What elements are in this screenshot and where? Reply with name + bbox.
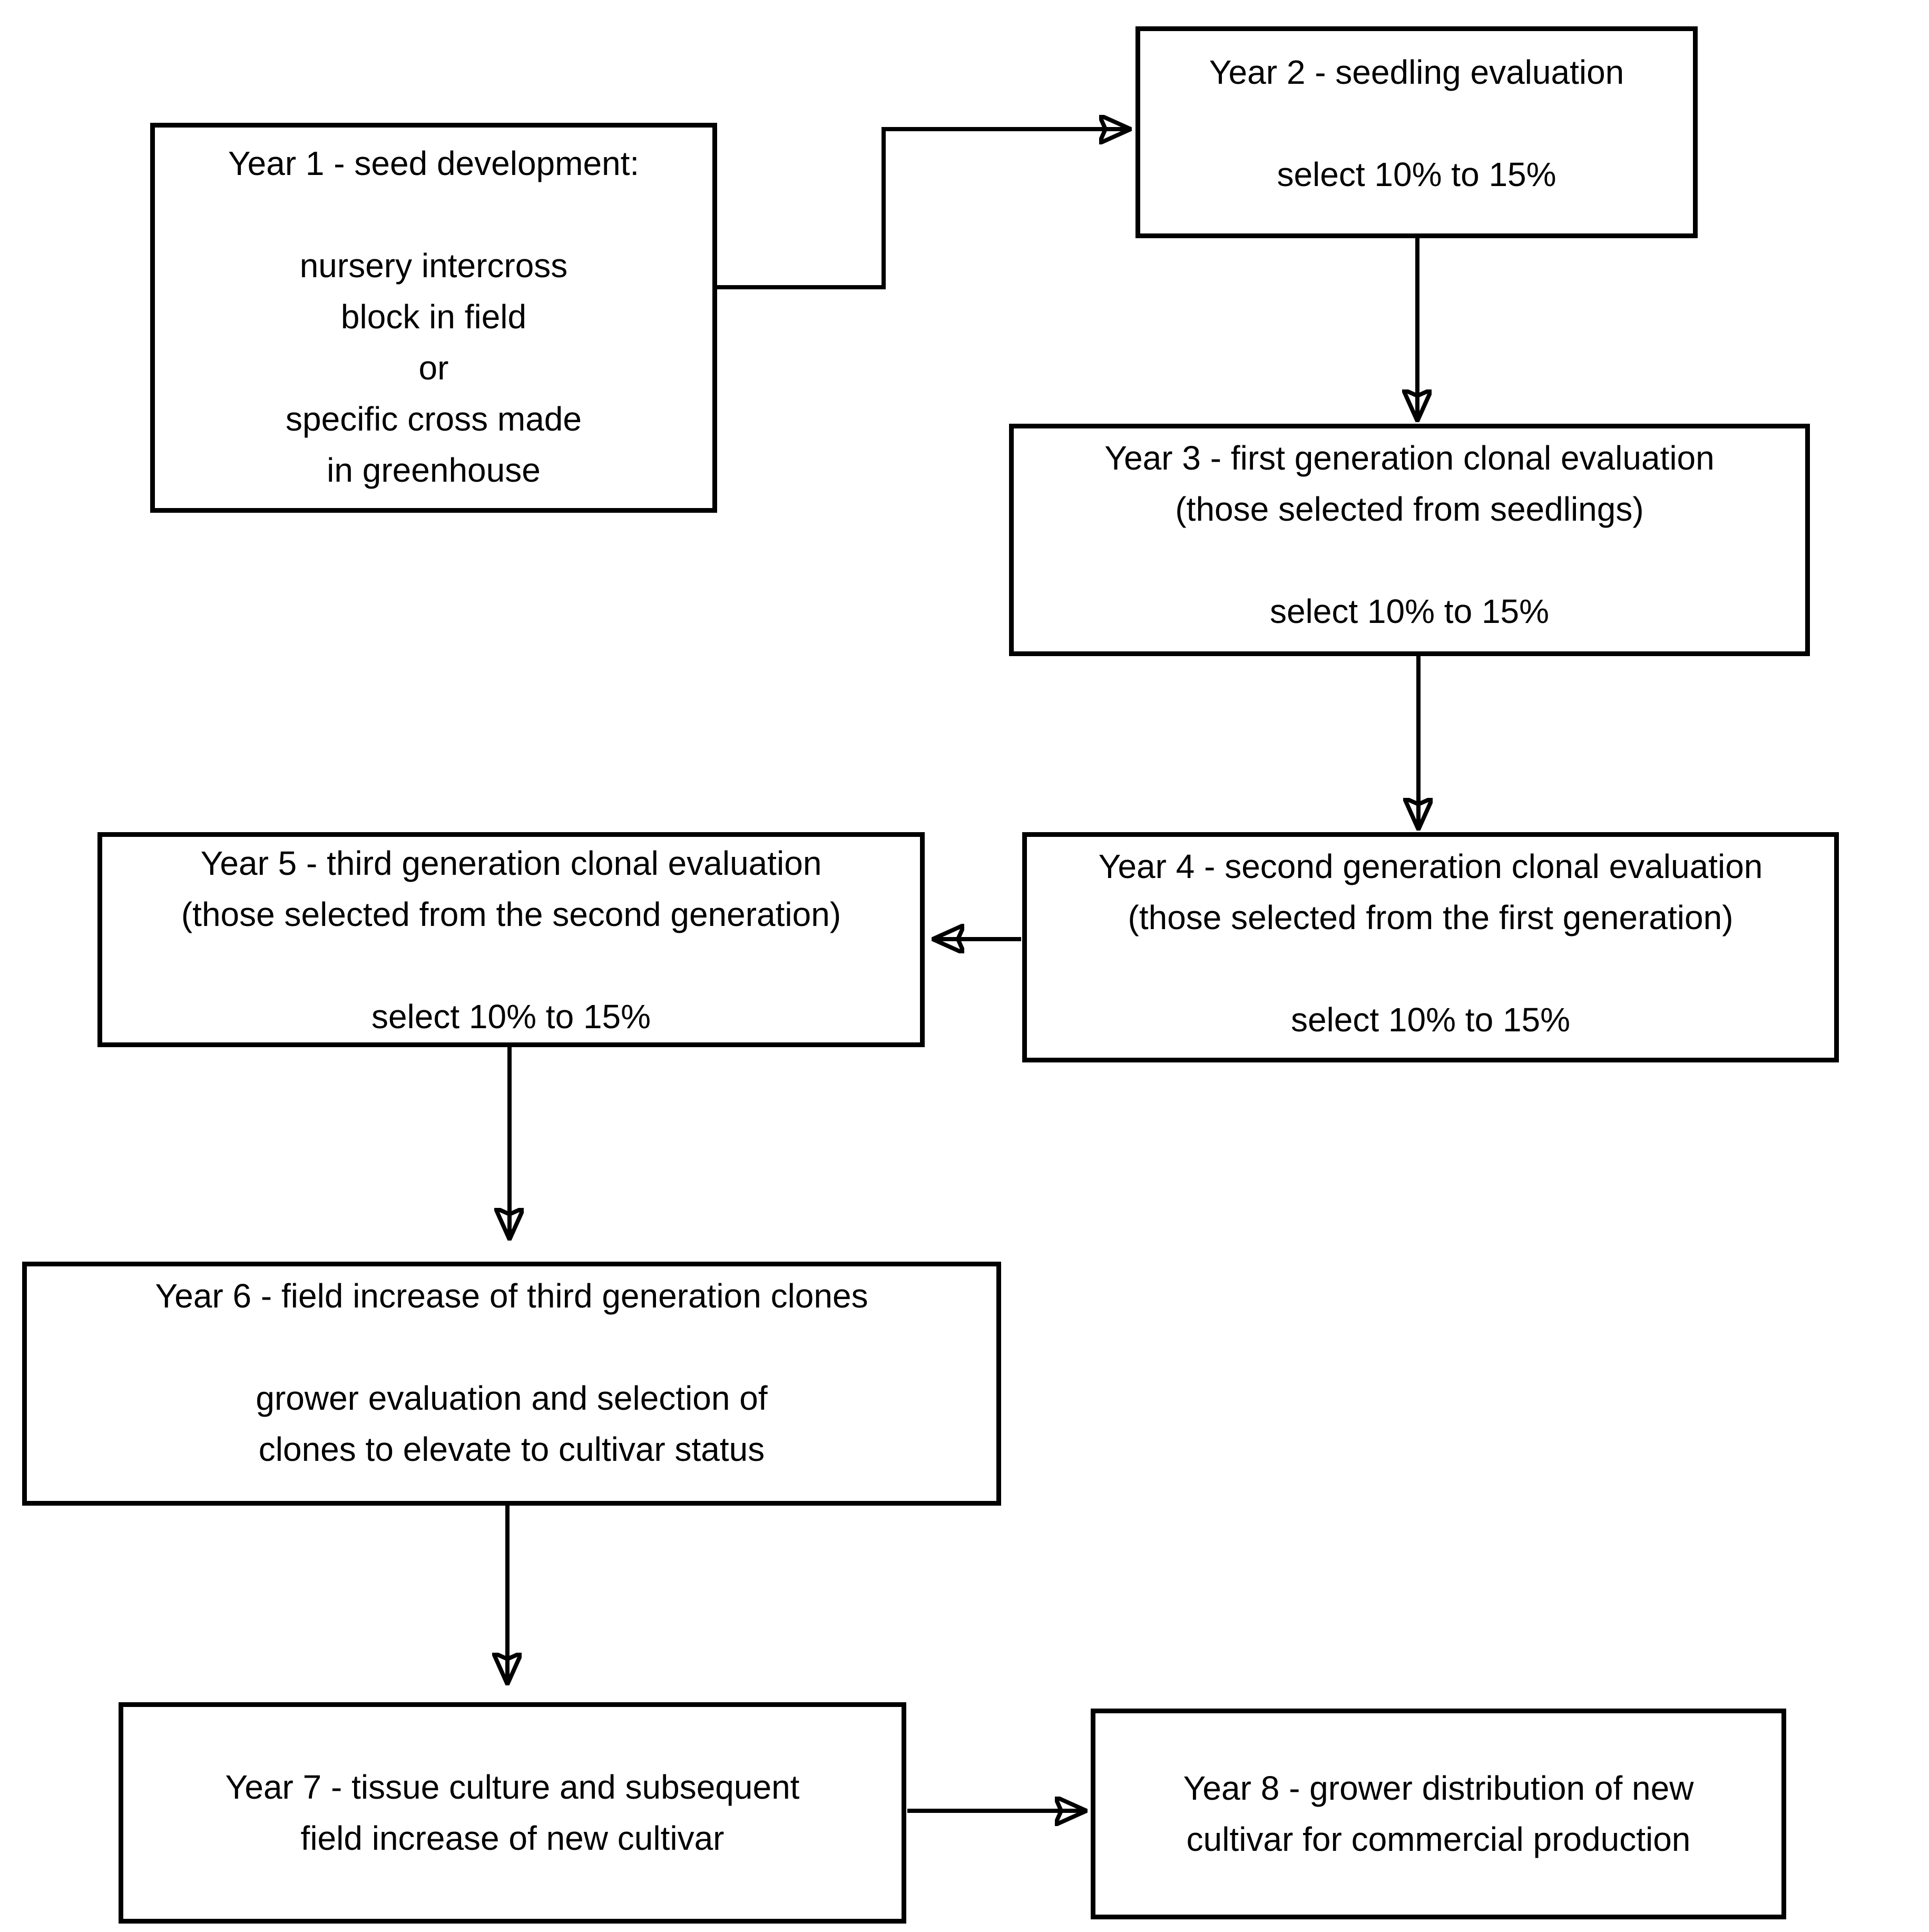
node-blank-line	[155, 189, 712, 240]
node-text-line: in greenhouse	[327, 451, 541, 489]
node-text-line: Year 5 - third generation clonal evaluat…	[200, 844, 822, 882]
node-blank-line	[1027, 943, 1834, 994]
node-text-line: Year 3 - first generation clonal evaluat…	[1104, 439, 1715, 477]
node-text-line: Year 8 - grower distribution of new	[1183, 1769, 1694, 1807]
arrow-year1-year2	[717, 129, 1131, 289]
node-text-line: (those selected from the second generati…	[181, 895, 841, 933]
node-text-line: Year 4 - second generation clonal evalua…	[1098, 847, 1763, 885]
flow-node-year1: Year 1 - seed development: nursery interc…	[150, 123, 717, 513]
node-text-line: (those selected from seedlings)	[1175, 490, 1644, 528]
node-text-line: or	[418, 349, 449, 387]
node-text-line: Year 7 - tissue culture and subsequent	[225, 1768, 800, 1806]
node-text-line: select 10% to 15%	[1269, 592, 1550, 630]
node-text-line: grower evaluation and selection of	[256, 1379, 768, 1417]
flow-node-year2: Year 2 - seedling evaluation select 10% t…	[1135, 26, 1698, 238]
flow-node-year4: Year 4 - second generation clonal evalua…	[1022, 832, 1839, 1062]
flow-node-year3: Year 3 - first generation clonal evaluat…	[1009, 424, 1810, 656]
node-text-line: specific cross made	[286, 400, 582, 438]
node-text-line: Year 1 - seed development:	[228, 144, 640, 182]
node-text-line: select 10% to 15%	[1290, 1001, 1571, 1039]
node-blank-line	[102, 940, 920, 991]
flow-node-year8: Year 8 - grower distribution of new culti…	[1091, 1709, 1786, 1919]
flow-node-year7: Year 7 - tissue culture and subsequent fi…	[119, 1702, 906, 1924]
node-blank-line	[1140, 98, 1693, 149]
node-text-line: Year 2 - seedling evaluation	[1209, 53, 1624, 91]
node-text-line: clones to elevate to cultivar status	[258, 1430, 765, 1468]
node-text-line: nursery intercross	[299, 247, 568, 285]
node-text-line: Year 6 - field increase of third generat…	[155, 1277, 868, 1315]
flow-node-year5: Year 5 - third generation clonal evaluat…	[97, 832, 925, 1047]
node-blank-line	[27, 1322, 996, 1373]
node-text-line: block in field	[340, 298, 527, 336]
node-blank-line	[1014, 535, 1805, 586]
node-text-line: field increase of new cultivar	[300, 1819, 724, 1857]
flow-node-year6: Year 6 - field increase of third generat…	[22, 1262, 1001, 1506]
node-text-line: select 10% to 15%	[1277, 155, 1556, 193]
node-text-line: cultivar for commercial production	[1186, 1820, 1691, 1858]
node-text-line: select 10% to 15%	[371, 998, 651, 1036]
node-text-line: (those selected from the first generatio…	[1128, 899, 1734, 936]
